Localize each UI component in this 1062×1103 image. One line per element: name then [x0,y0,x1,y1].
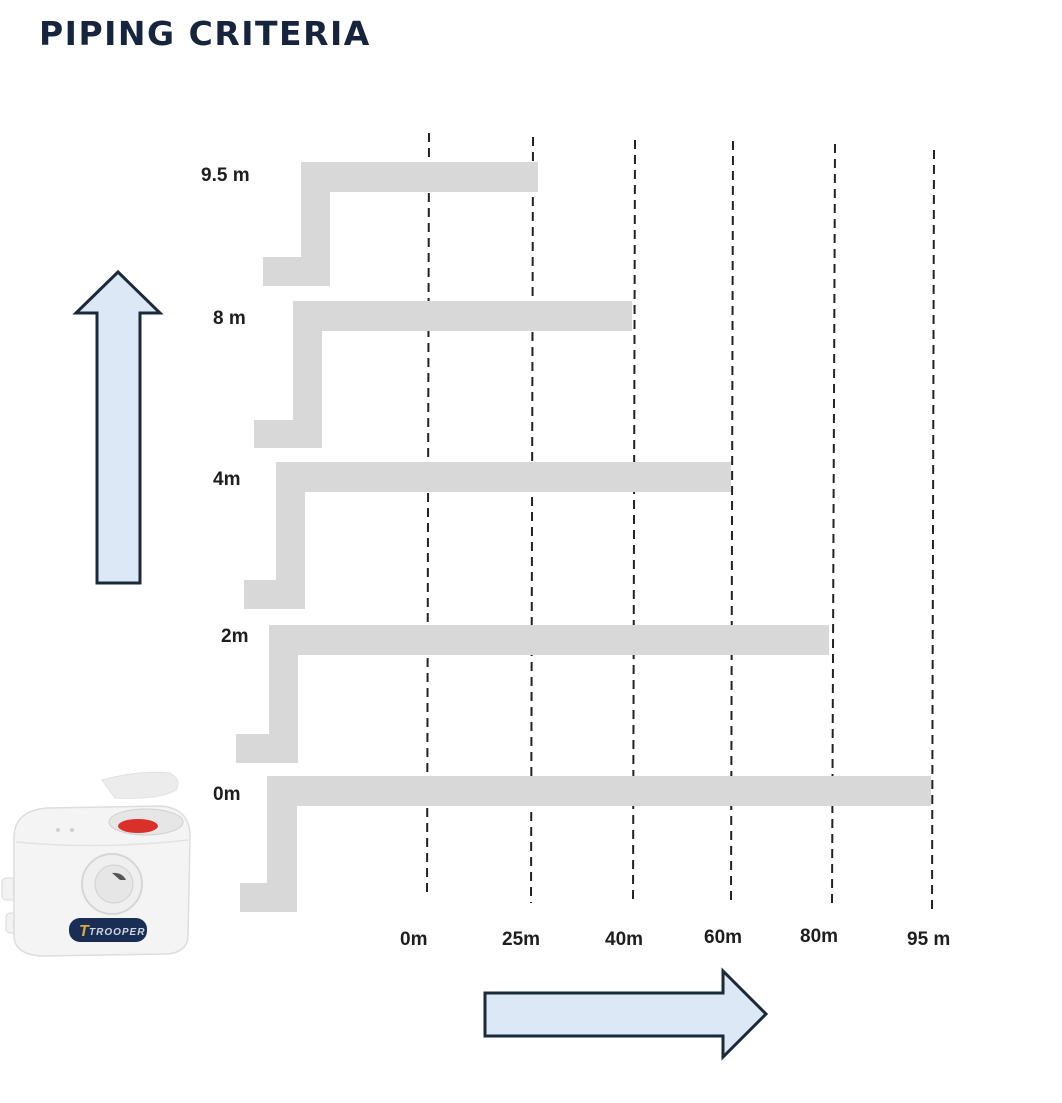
gridline-25m [530,136,534,904]
pump-lid [101,771,179,799]
svg-text:T: T [79,923,90,940]
pump-brand-text: TROOPER [89,927,145,938]
gridline-95m [931,149,935,916]
distance-gridlines [426,132,935,916]
macerator-pump-image: T TROOPER [1,771,191,957]
distance-label-40m: 40m [605,929,643,950]
distance-label-0m: 0m [400,929,427,950]
pipe-9-5m [263,162,538,286]
distance-label-25m: 25m [502,929,540,950]
pump-brand-badge [69,918,147,942]
up-arrow-icon [72,269,164,585]
height-label-4m: 4m [213,469,240,490]
pipe-8m [254,301,632,448]
height-label-8m: 8 m [213,308,246,329]
gridline-0m [426,132,430,899]
page-title: PIPING CRITERIA [39,14,371,53]
distance-label-80m: 80m [800,926,838,947]
pipe-4m [244,462,731,609]
distance-label-60m: 60m [704,927,742,948]
pipe-2m [236,625,829,763]
height-label-2m: 2m [221,626,248,647]
height-label-0m: 0m [213,784,240,805]
height-label-9-5m: 9.5 m [201,165,250,186]
distance-label-95m: 95 m [907,929,950,950]
right-arrow-icon [483,967,769,1061]
pipe-0m [240,776,931,912]
